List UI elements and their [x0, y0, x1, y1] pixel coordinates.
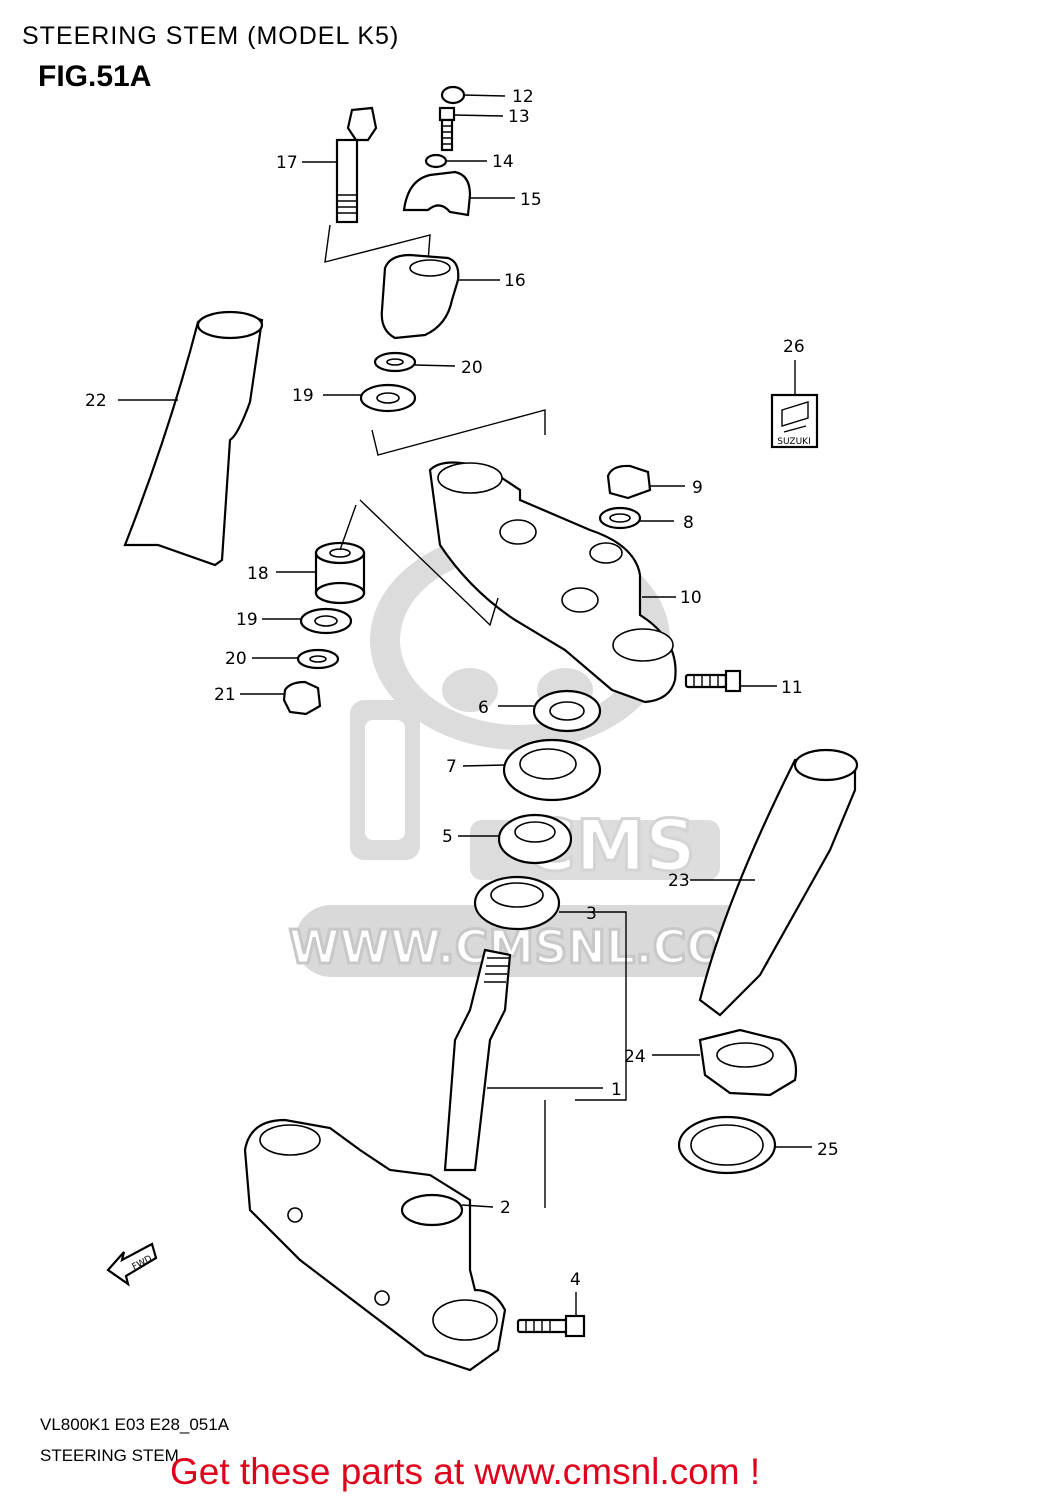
callout-17: 17	[276, 153, 298, 173]
fwd-arrow: FWD	[106, 1242, 158, 1287]
callout-16: 16	[504, 271, 526, 291]
callout-4: 4	[570, 1270, 581, 1290]
part-17-bolt	[335, 106, 378, 224]
diagram-code: VL800K1 E03 E28_051A	[40, 1415, 230, 1434]
part-10-upper-bracket	[428, 461, 677, 704]
leader-lines	[118, 94, 812, 1316]
part-14-washer	[424, 153, 448, 169]
assembly-line-middle	[371, 409, 546, 456]
callout-22: 22	[85, 391, 107, 411]
callout-9: 9	[692, 478, 703, 498]
callout-26: 26	[783, 337, 805, 357]
part-9-cap-nut	[606, 464, 652, 500]
figure-number: FIG.51A	[38, 60, 152, 93]
callout-5: 5	[442, 827, 453, 847]
callout-8: 8	[683, 513, 694, 533]
part-18-bushing	[314, 541, 366, 605]
callout-13: 13	[508, 107, 530, 127]
part-13-bolt	[438, 106, 456, 152]
callout-21: 21	[214, 685, 236, 705]
callout-19-upper: 19	[292, 386, 314, 406]
part-21-nut	[282, 680, 322, 716]
callout-20-upper: 20	[461, 358, 483, 378]
part-1-steering-stem	[243, 948, 512, 1372]
part-11-bolt	[684, 669, 742, 693]
assembly-line-side	[339, 499, 499, 627]
callout-labels: 12 13 14 15 17 16 20 19 22 26 9 8 10 18 …	[85, 87, 839, 1290]
callout-2: 2	[500, 1198, 511, 1218]
assembly-line-upper	[324, 224, 431, 263]
callout-23: 23	[668, 871, 690, 891]
part-12-cap	[440, 85, 466, 105]
get-parts-link[interactable]: Get these parts at www.cmsnl.com !	[170, 1451, 761, 1492]
watermark-url-bar	[295, 905, 765, 977]
callout-11: 11	[781, 678, 803, 698]
callout-19-lower: 19	[236, 610, 258, 630]
emblem-text: SUZUKI	[777, 437, 810, 447]
callout-10: 10	[680, 588, 702, 608]
part-23-fork-cover	[698, 748, 859, 1017]
callout-25: 25	[817, 1140, 839, 1160]
part-22-fork-cover	[123, 310, 264, 567]
callout-18: 18	[247, 564, 269, 584]
callout-20-lower: 20	[225, 649, 247, 669]
part-26-emblem: SUZUKI	[770, 393, 819, 449]
callout-6: 6	[478, 698, 489, 718]
callout-14: 14	[492, 152, 514, 172]
callout-12: 12	[512, 87, 534, 107]
callout-7: 7	[446, 757, 457, 777]
callout-15: 15	[520, 190, 542, 210]
callout-24: 24	[624, 1047, 646, 1067]
part-4-bolt	[516, 1314, 586, 1338]
diagram-name: STEERING STEM	[40, 1446, 179, 1465]
callout-1: 1	[611, 1080, 622, 1100]
part-15-handlebar-clamp	[402, 170, 472, 217]
callout-3: 3	[586, 904, 597, 924]
diagram-title: STEERING STEM (MODEL K5)	[22, 22, 400, 50]
